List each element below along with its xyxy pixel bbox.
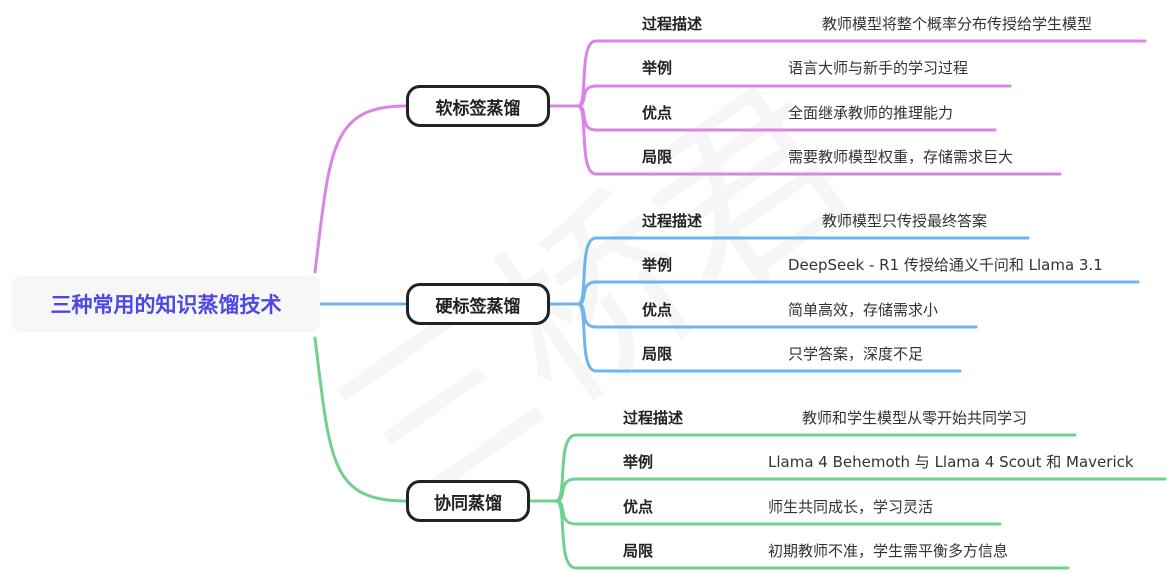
branch-label: 软标签蒸馏 bbox=[435, 98, 521, 119]
item-value-process: 教师模型将整个概率分布传授给学生模型 bbox=[822, 15, 1093, 33]
item-value-example: DeepSeek - R1 传授给通义千问和 Llama 3.1 bbox=[788, 256, 1103, 274]
item-label-pros: 优点 bbox=[642, 301, 673, 319]
item-label-cons: 局限 bbox=[623, 542, 654, 560]
item-underline-connector bbox=[554, 499, 1070, 570]
item-label-process: 过程描述 bbox=[623, 409, 684, 427]
item-value-cons: 需要教师模型权重，存储需求巨大 bbox=[788, 148, 1014, 166]
item-underline-connector bbox=[576, 302, 962, 373]
item-value-example: Llama 4 Behemoth 与 Llama 4 Scout 和 Maver… bbox=[768, 453, 1134, 471]
branch-label: 硬标签蒸馏 bbox=[435, 296, 521, 317]
item-label-cons: 局限 bbox=[642, 345, 673, 363]
item-value-pros: 全面继承教师的推理能力 bbox=[788, 104, 954, 122]
item-label-example: 举例 bbox=[642, 59, 673, 77]
item-label-cons: 局限 bbox=[642, 148, 673, 166]
root-to-co-connector bbox=[313, 336, 408, 503]
item-label-example: 举例 bbox=[623, 453, 654, 471]
item-value-pros: 简单高效，存储需求小 bbox=[788, 301, 939, 319]
item-value-cons: 初期教师不准，学生需平衡多方信息 bbox=[768, 542, 1009, 560]
item-value-process: 教师模型只传授最终答案 bbox=[822, 212, 988, 230]
item-underline-connector bbox=[576, 104, 1062, 176]
item-label-pros: 优点 bbox=[623, 498, 654, 516]
item-value-pros: 师生共同成长，学习灵活 bbox=[768, 498, 934, 516]
root-topic-label: 三种常用的知识蒸馏技术 bbox=[50, 293, 282, 317]
branch-co-distillation[interactable]: 协同蒸馏 bbox=[406, 480, 530, 522]
branch-soft-label-distillation[interactable]: 软标签蒸馏 bbox=[406, 85, 550, 127]
item-label-process: 过程描述 bbox=[642, 15, 703, 33]
root-topic[interactable]: 三种常用的知识蒸馏技术 bbox=[12, 276, 320, 332]
item-value-process: 教师和学生模型从零开始共同学习 bbox=[802, 409, 1028, 427]
root-to-soft-connector bbox=[313, 104, 408, 274]
item-label-example: 举例 bbox=[642, 256, 673, 274]
item-value-example: 语言大师与新手的学习过程 bbox=[788, 59, 969, 77]
item-label-pros: 优点 bbox=[642, 104, 673, 122]
branch-hard-label-distillation[interactable]: 硬标签蒸馏 bbox=[406, 283, 550, 325]
item-value-cons: 只学答案，深度不足 bbox=[788, 345, 924, 363]
branch-label: 协同蒸馏 bbox=[434, 493, 502, 514]
item-label-process: 过程描述 bbox=[642, 212, 703, 230]
